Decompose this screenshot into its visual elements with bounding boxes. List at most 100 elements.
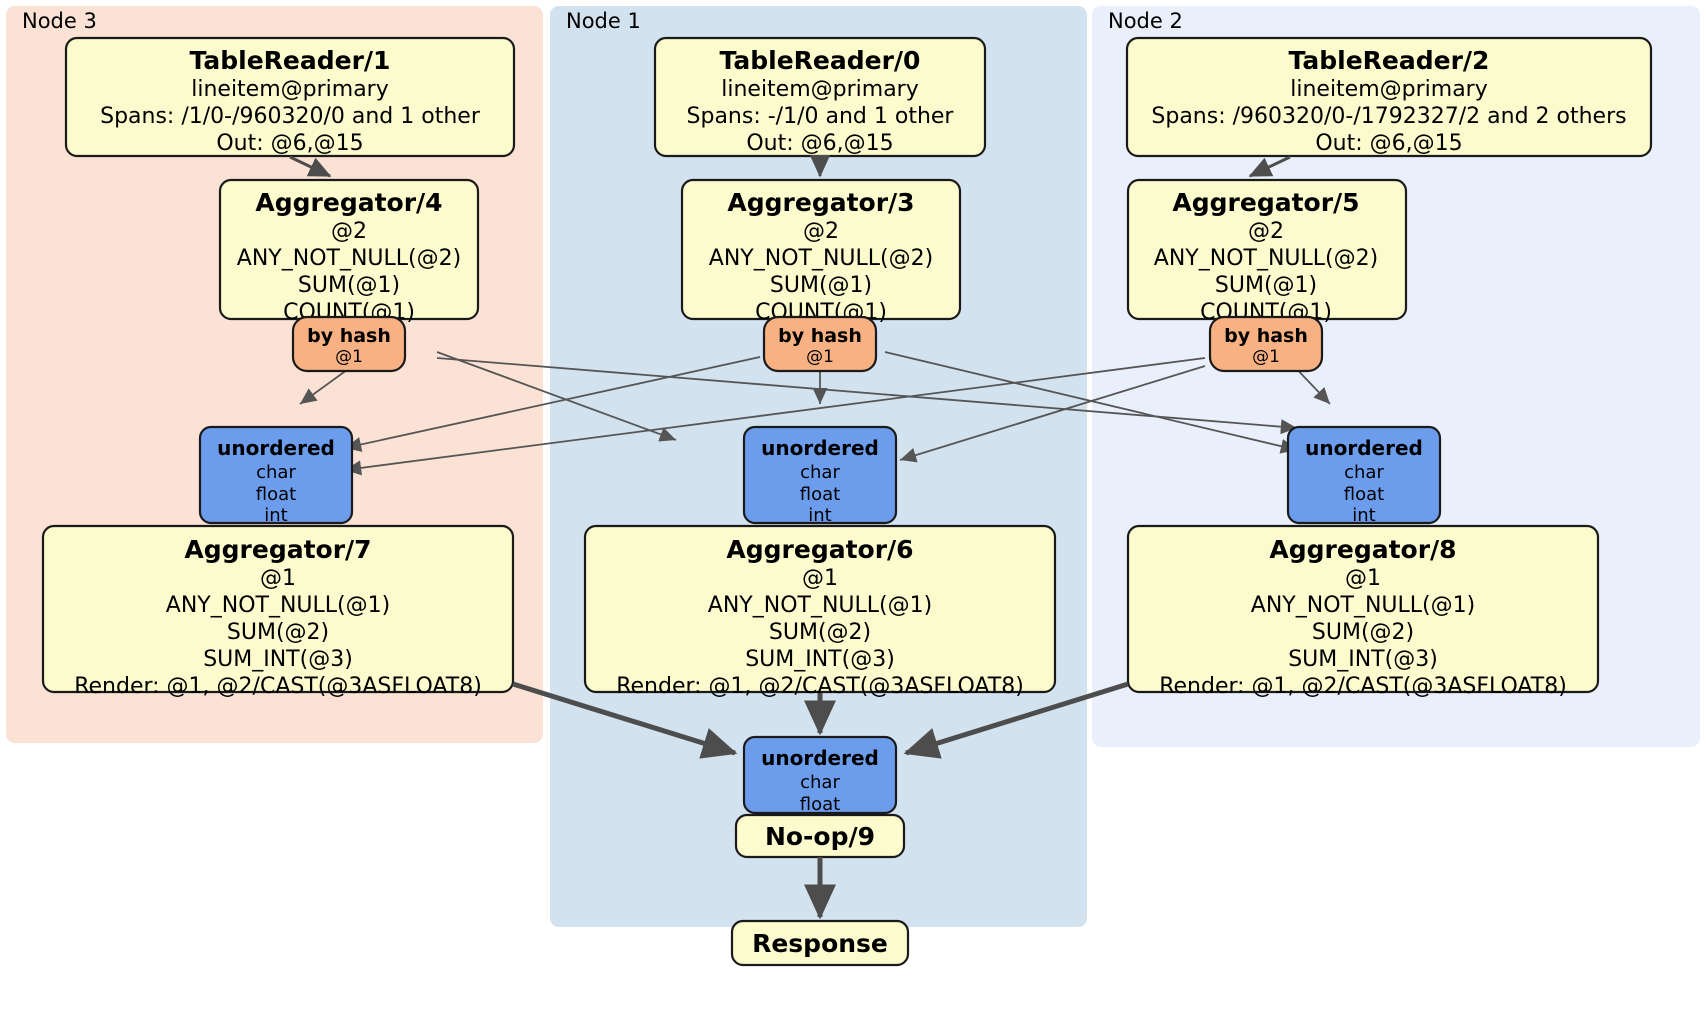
box-aggregator-8-line-2: SUM(@2) (1312, 620, 1414, 645)
box-aggregator-6-rect (583, 524, 1057, 694)
box-tablereader-2-title: TableReader/2 (1289, 46, 1490, 75)
sync-unordered-final-title: unordered (761, 746, 879, 770)
edge-tablereader1-to-aggregator4 (289, 155, 332, 178)
sync-unordered-right-line-0: char (1344, 462, 1384, 483)
edge-aggregator8-to-unordered-final (903, 681, 1129, 759)
router-byhash-right[interactable]: by hash @1 (1208, 315, 1324, 373)
box-tablereader-2[interactable]: TableReader/2 lineitem@primary Spans: /9… (1125, 36, 1653, 158)
box-tablereader-2-line-2: Out: @6,@15 (1315, 131, 1462, 156)
box-aggregator-5[interactable]: Aggregator/5 @2 ANY_NOT_NULL(@2) SUM(@1)… (1126, 178, 1408, 325)
box-aggregator-6-line-3: SUM_INT(@3) (745, 647, 895, 672)
box-aggregator-7-rect (41, 524, 515, 694)
box-aggregator-5-line-1: ANY_NOT_NULL(@2) (1154, 246, 1378, 271)
box-aggregator-4-line-1: ANY_NOT_NULL(@2) (237, 246, 461, 271)
router-byhash-mid-title: by hash (778, 325, 862, 347)
sync-unordered-mid-line-0: char (800, 462, 840, 483)
box-aggregator-5-title: Aggregator/5 (1172, 188, 1359, 217)
edge-byhash-left-to-unordered-mid (436, 351, 677, 442)
box-aggregator-3-line-2: SUM(@1) (770, 273, 872, 298)
sync-unordered-left-rect (198, 425, 354, 525)
sync-unordered-mid[interactable]: unordered char float int (742, 425, 898, 526)
sync-unordered-left-line-2: int (264, 505, 287, 526)
box-tablereader-0-line-0: lineitem@primary (721, 77, 919, 102)
edge-group-final-merge (512, 681, 1129, 759)
sync-unordered-right-title: unordered (1305, 436, 1423, 460)
box-tablereader-0-line-1: Spans: -/1/0 and 1 other (687, 104, 955, 129)
box-aggregator-7[interactable]: Aggregator/7 @1 ANY_NOT_NULL(@1) SUM(@2)… (41, 524, 515, 699)
sync-unordered-right-line-1: float (1344, 484, 1384, 505)
sync-unordered-right[interactable]: unordered char float int (1286, 425, 1442, 526)
sync-unordered-left-line-1: float (256, 484, 296, 505)
box-aggregator-6-line-2: SUM(@2) (769, 620, 871, 645)
router-byhash-right-title: by hash (1224, 325, 1308, 347)
box-aggregator-3-title: Aggregator/3 (727, 188, 914, 217)
box-tablereader-0[interactable]: TableReader/0 lineitem@primary Spans: -/… (653, 36, 987, 158)
box-aggregator-7-title: Aggregator/7 (184, 535, 371, 564)
edge-byhash-right-to-unordered-mid (899, 365, 1206, 463)
box-aggregator-4-line-0: @2 (331, 219, 367, 244)
sync-unordered-right-line-2: int (1352, 505, 1375, 526)
sync-unordered-mid-line-2: int (808, 505, 831, 526)
edge-group-hash-fanout (299, 351, 1331, 476)
box-tablereader-1-line-1: Spans: /1/0-/960320/0 and 1 other (100, 104, 481, 129)
cluster-node-3-label: Node 3 (22, 9, 97, 33)
router-byhash-left[interactable]: by hash @1 (291, 315, 407, 373)
sync-unordered-final[interactable]: unordered char float (742, 735, 898, 815)
box-aggregator-8-rect (1126, 524, 1600, 694)
sync-unordered-final-line-1: float (800, 794, 840, 815)
box-noop-9[interactable]: No-op/9 (734, 813, 906, 859)
edge-aggregator7-to-unordered-final (512, 681, 738, 759)
box-tablereader-1[interactable]: TableReader/1 lineitem@primary Spans: /1… (64, 36, 516, 158)
router-byhash-right-rect (1208, 315, 1324, 373)
edge-byhash-mid-to-unordered-left (344, 356, 761, 452)
box-tablereader-0-line-2: Out: @6,@15 (746, 131, 893, 156)
box-aggregator-7-line-3: SUM_INT(@3) (203, 647, 353, 672)
sync-unordered-left[interactable]: unordered char float int (198, 425, 354, 526)
box-aggregator-7-line-1: ANY_NOT_NULL(@1) (166, 593, 390, 618)
box-aggregator-5-line-2: SUM(@1) (1215, 273, 1317, 298)
box-aggregator-6-line-1: ANY_NOT_NULL(@1) (708, 593, 932, 618)
sync-unordered-mid-line-1: float (800, 484, 840, 505)
box-aggregator-8[interactable]: Aggregator/8 @1 ANY_NOT_NULL(@1) SUM(@2)… (1126, 524, 1600, 699)
sync-unordered-mid-title: unordered (761, 436, 879, 460)
box-response-title: Response (752, 929, 888, 958)
box-aggregator-4-title: Aggregator/4 (255, 188, 442, 217)
box-noop-9-title: No-op/9 (765, 822, 875, 851)
router-byhash-mid[interactable]: by hash @1 (762, 315, 878, 373)
box-aggregator-3-line-1: ANY_NOT_NULL(@2) (709, 246, 933, 271)
box-aggregator-7-line-0: @1 (260, 566, 296, 591)
box-aggregator-4[interactable]: Aggregator/4 @2 ANY_NOT_NULL(@2) SUM(@1)… (218, 178, 480, 325)
sync-unordered-left-title: unordered (217, 436, 335, 460)
cluster-node-2-label: Node 2 (1108, 9, 1183, 33)
cluster-node-1-label: Node 1 (566, 9, 641, 33)
box-response-rect (730, 919, 910, 967)
box-tablereader-1-title: TableReader/1 (190, 46, 391, 75)
box-tablereader-2-rect (1125, 36, 1653, 158)
edge-tablereader2-to-aggregator5 (1248, 155, 1291, 178)
router-byhash-left-line-0: @1 (335, 347, 363, 367)
box-tablereader-2-line-1: Spans: /960320/0-/1792327/2 and 2 others (1151, 104, 1626, 129)
box-aggregator-7-line-2: SUM(@2) (227, 620, 329, 645)
box-aggregator-8-line-0: @1 (1345, 566, 1381, 591)
sync-unordered-mid-rect (742, 425, 898, 525)
router-byhash-left-rect (291, 315, 407, 373)
sync-unordered-left-line-0: char (256, 462, 296, 483)
router-byhash-left-title: by hash (307, 325, 391, 347)
box-response[interactable]: Response (730, 919, 910, 967)
box-aggregator-3[interactable]: Aggregator/3 @2 ANY_NOT_NULL(@2) SUM(@1)… (680, 178, 962, 325)
sync-unordered-final-rect (742, 735, 898, 815)
box-aggregator-8-title: Aggregator/8 (1269, 535, 1456, 564)
box-aggregator-8-line-1: ANY_NOT_NULL(@1) (1251, 593, 1475, 618)
box-aggregator-3-line-0: @2 (803, 219, 839, 244)
box-aggregator-6-title: Aggregator/6 (726, 535, 913, 564)
box-tablereader-1-rect (64, 36, 516, 158)
box-aggregator-6-line-0: @1 (802, 566, 838, 591)
box-aggregator-8-line-4: Render: @1, @2/CAST(@3ASFLOAT8) (1159, 674, 1567, 699)
sync-unordered-final-line-0: char (800, 772, 840, 793)
box-aggregator-6[interactable]: Aggregator/6 @1 ANY_NOT_NULL(@1) SUM(@2)… (583, 524, 1057, 699)
box-aggregator-5-line-0: @2 (1248, 219, 1284, 244)
box-tablereader-2-line-0: lineitem@primary (1290, 77, 1488, 102)
router-byhash-mid-line-0: @1 (806, 347, 834, 367)
